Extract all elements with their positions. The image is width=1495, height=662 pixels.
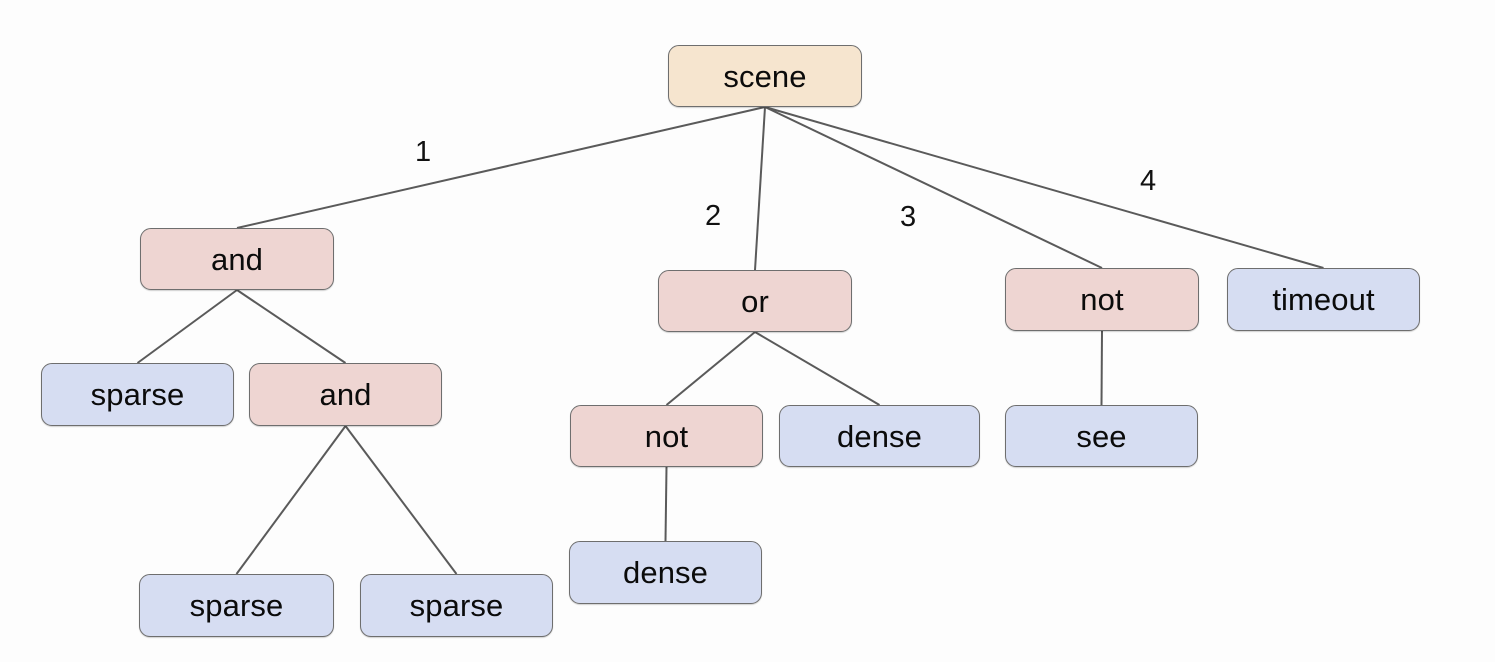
tree-node-label: timeout xyxy=(1272,282,1375,317)
tree-node-and2[interactable]: and xyxy=(249,363,442,426)
tree-node-not2[interactable]: not xyxy=(570,405,763,467)
tree-node-timeout1[interactable]: timeout xyxy=(1227,268,1420,331)
tree-node-dense1[interactable]: dense xyxy=(779,405,980,467)
tree-edge-not2-to-dense2 xyxy=(664,466,668,542)
tree-node-label: not xyxy=(644,418,689,454)
tree-edge-scene-to-and1 xyxy=(236,106,766,229)
tree-edge-scene-to-or1 xyxy=(754,106,766,271)
tree-node-label: sparse xyxy=(409,588,504,623)
tree-node-label: sparse xyxy=(90,377,185,412)
tree-node-not1[interactable]: not xyxy=(1005,268,1199,331)
tree-node-label: dense xyxy=(837,418,922,454)
tree-edge-scene-to-not1 xyxy=(764,106,1103,269)
tree-node-scene[interactable]: scene xyxy=(668,45,862,107)
edge-label-1: 1 xyxy=(415,136,432,168)
tree-node-or1[interactable]: or xyxy=(658,270,852,332)
tree-edge-or1-to-dense1 xyxy=(754,331,881,406)
tree-edge-scene-to-timeout1 xyxy=(764,106,1324,269)
edge-label-4: 4 xyxy=(1140,165,1157,197)
tree-node-see1[interactable]: see xyxy=(1005,405,1198,467)
tree-node-sparse3[interactable]: sparse xyxy=(360,574,553,637)
tree-node-sparse2[interactable]: sparse xyxy=(139,574,334,637)
tree-edge-and2-to-sparse2 xyxy=(235,425,347,575)
tree-edge-and2-to-sparse3 xyxy=(344,425,458,575)
tree-edge-and1-to-and2 xyxy=(236,289,347,364)
tree-node-label: and xyxy=(210,241,264,277)
tree-node-label: sparse xyxy=(189,588,284,623)
tree-node-label: not xyxy=(1080,282,1124,317)
tree-node-label: and xyxy=(319,377,372,412)
tree-node-dense2[interactable]: dense xyxy=(569,541,762,604)
tree-node-sparse1[interactable]: sparse xyxy=(41,363,234,426)
edge-label-3: 3 xyxy=(900,201,917,233)
tree-node-label: or xyxy=(741,283,769,319)
tree-node-and1[interactable]: and xyxy=(140,228,334,290)
edge-label-2: 2 xyxy=(705,200,722,232)
tree-node-label: scene xyxy=(723,58,807,94)
tree-edge-and1-to-sparse1 xyxy=(136,289,238,364)
tree-node-label: dense xyxy=(623,555,708,590)
tree-edge-not1-to-see1 xyxy=(1100,330,1103,406)
tree-edge-or1-to-not2 xyxy=(665,331,756,406)
tree-node-label: see xyxy=(1076,418,1127,454)
